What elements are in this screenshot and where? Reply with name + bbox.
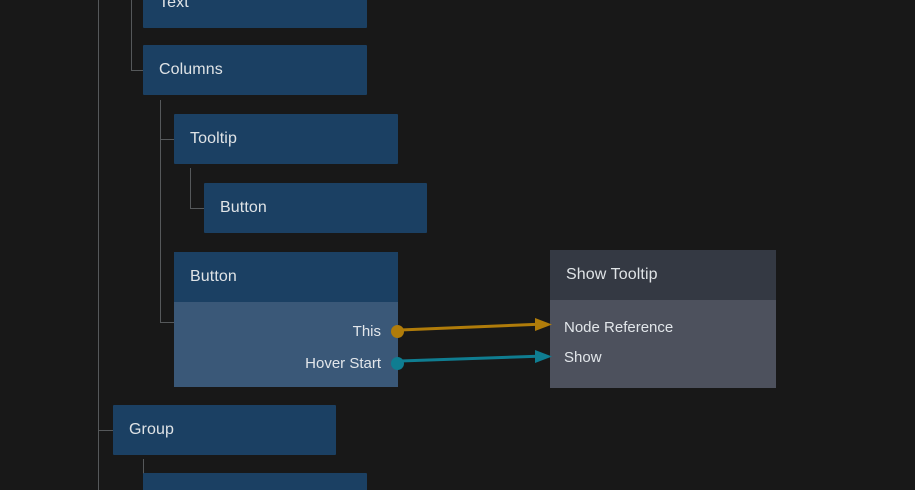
tree-node-tooltip-label: Tooltip <box>190 130 237 147</box>
tree-node-button-inner-label: Button <box>220 199 267 216</box>
tree-node-button-inner[interactable]: Button <box>204 183 427 233</box>
node-button-header: Button <box>174 252 398 302</box>
tree-guide-root <box>98 0 99 490</box>
port-out-hover-start[interactable]: Hover Start <box>174 353 404 373</box>
tree-guide-branch-tooltip <box>160 139 174 140</box>
tree-guide-branch-button-inner <box>190 208 204 209</box>
tree-node-text[interactable]: Text <box>143 0 367 28</box>
node-show-tooltip-body: Node Reference Show <box>550 300 776 388</box>
port-out-hover-start-dot[interactable] <box>391 356 404 370</box>
port-out-this[interactable]: This <box>174 321 404 341</box>
node-show-tooltip-title: Show Tooltip <box>566 266 658 283</box>
tree-guide-level1 <box>131 0 132 70</box>
wire-hover-start-to-show[interactable] <box>399 350 552 363</box>
tree-guide-branch-columns <box>131 70 143 71</box>
tree-guide-level3 <box>190 168 191 209</box>
tree-guide-level2 <box>160 100 161 323</box>
tree-node-tooltip[interactable]: Tooltip <box>174 114 398 164</box>
port-out-hover-start-label: Hover Start <box>305 354 381 372</box>
port-in-node-reference-label: Node Reference <box>564 318 674 336</box>
port-out-this-dot[interactable] <box>391 324 404 338</box>
port-in-show[interactable]: Show <box>550 347 776 367</box>
tree-node-partial-bottom[interactable] <box>143 473 367 490</box>
port-in-node-reference[interactable]: Node Reference <box>550 317 776 337</box>
tree-guide-branch-group <box>98 430 113 431</box>
tree-node-columns-label: Columns <box>159 61 223 78</box>
node-show-tooltip-header: Show Tooltip <box>550 250 776 300</box>
tree-node-text-label: Text <box>159 0 189 11</box>
port-out-this-label: This <box>352 322 381 340</box>
port-in-show-label: Show <box>564 348 602 366</box>
node-button-title: Button <box>190 268 237 285</box>
node-button[interactable]: Button This Hover Start <box>174 252 404 387</box>
tree-node-columns[interactable]: Columns <box>143 45 367 95</box>
wire-this-to-node-reference[interactable] <box>399 318 552 332</box>
node-show-tooltip[interactable]: Show Tooltip Node Reference Show <box>550 250 776 388</box>
tree-node-group[interactable]: Group <box>113 405 336 455</box>
tree-node-group-label: Group <box>129 421 174 438</box>
node-button-body: This Hover Start <box>174 302 404 387</box>
tree-guide-branch-button <box>160 322 174 323</box>
